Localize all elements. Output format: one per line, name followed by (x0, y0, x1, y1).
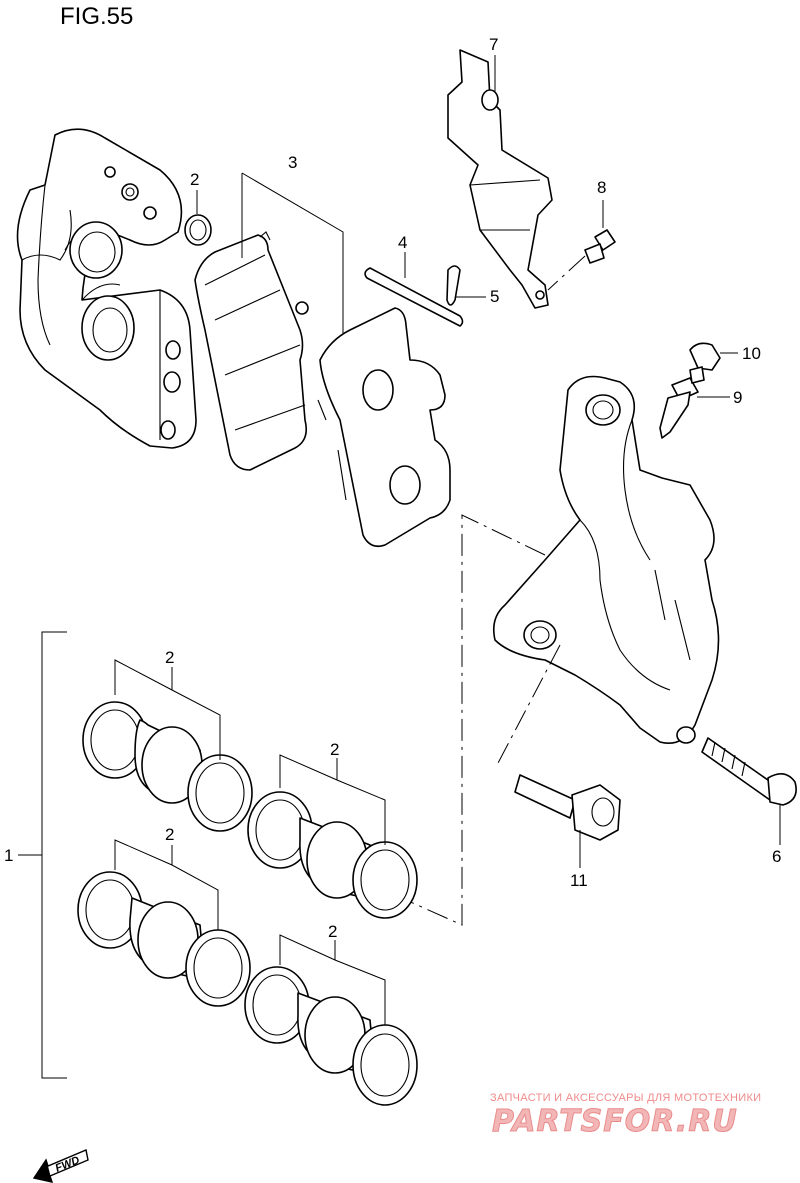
bolt-center-line (496, 644, 561, 766)
seal-small (184, 190, 212, 246)
callout-1: 1 (4, 846, 13, 865)
assembly-center-line (394, 514, 546, 926)
callout-5: 5 (490, 287, 499, 306)
pad-spring (447, 49, 553, 309)
callout-10: 10 (742, 344, 761, 363)
forward-direction-arrow: FWD (32, 1149, 89, 1183)
callout-6: 6 (772, 847, 781, 866)
figure-title: FIG.55 (60, 3, 133, 30)
callout-3: 3 (288, 153, 297, 172)
pin-clip (446, 265, 486, 306)
piston-set-b (247, 754, 418, 919)
pad-pin (364, 252, 464, 327)
callout-11: 11 (570, 871, 588, 890)
caliper-body (16, 128, 197, 449)
callout-2-set-d: 2 (328, 922, 337, 941)
piston-set-c (77, 839, 251, 1007)
watermark-tagline: ЗАПЧАСТИ И АКСЕССУАРЫ ДЛЯ МОТОТЕХНИКИ (490, 1092, 761, 1104)
part-1-bracket (41, 631, 67, 1079)
callout-2-set-a: 2 (165, 648, 174, 667)
piston-set-a (82, 659, 253, 832)
brake-pad-inner (317, 307, 451, 548)
callout-8: 8 (597, 178, 606, 197)
piston-set-d (244, 934, 418, 1106)
callout-2-seal: 2 (190, 170, 199, 189)
bleeder-cap (689, 342, 738, 371)
watermark-brand: PARTSFOR.RU (492, 1104, 738, 1139)
fwd-label: FWD (54, 1154, 82, 1175)
plug-bolt (547, 200, 616, 291)
callout-9: 9 (733, 388, 742, 407)
callout-7: 7 (489, 35, 498, 54)
caliper-bracket (492, 375, 720, 744)
mounting-bolt (514, 774, 621, 868)
callout-2-set-b: 2 (330, 740, 339, 759)
bleeder-screw (659, 366, 730, 439)
callout-4: 4 (398, 233, 407, 252)
brake-pad-outer (194, 172, 344, 471)
callout-2-set-c: 2 (165, 825, 174, 844)
bracket-bolt (701, 737, 797, 845)
